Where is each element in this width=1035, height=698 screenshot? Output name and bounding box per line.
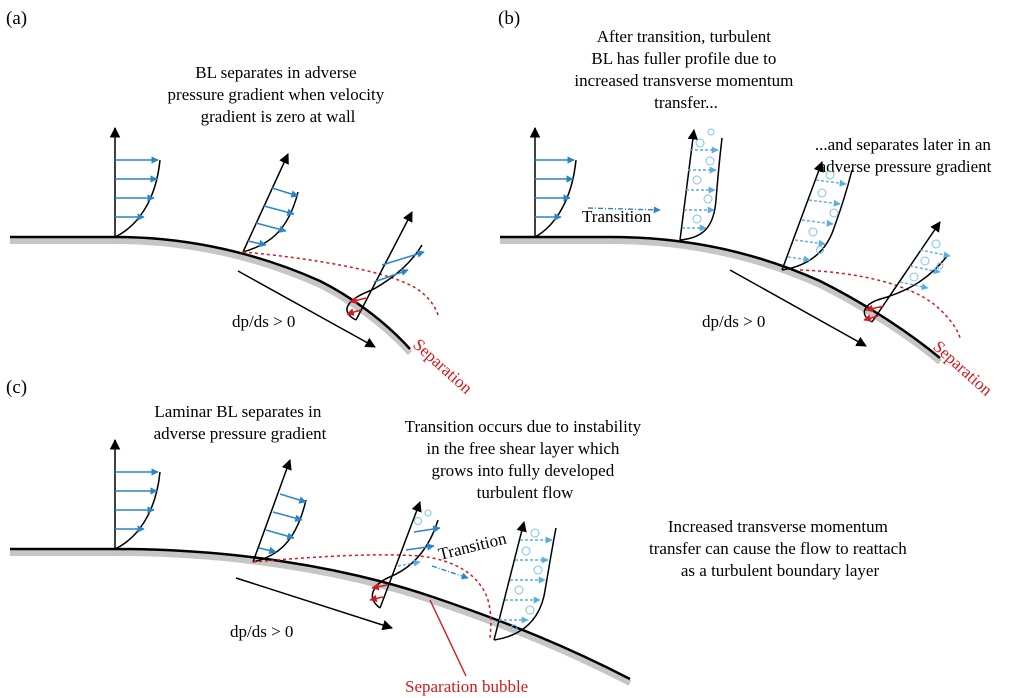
panel-c-transition-label: Transition: [436, 529, 508, 564]
panel-b-pressure-gradient: dp/ds > 0: [702, 312, 765, 331]
panel-b-label: (b): [498, 8, 520, 29]
panel-c-note-left: Laminar BL separates in adverse pressure…: [154, 402, 327, 443]
panel-b-note-right: ...and separates later in an adverse pre…: [815, 135, 995, 176]
panel-b-separation-label: Separation: [929, 337, 996, 400]
panel-a-wall: [10, 235, 411, 350]
panel-c-separation-bubble-streamline: [252, 554, 492, 639]
panel-a-velocity-profile-2: [242, 153, 299, 253]
panel-b-note-top: After transition, turbulent BL has fulle…: [574, 27, 797, 112]
panel-b-transition-label: Transition: [582, 207, 652, 226]
panel-a-label: (a): [6, 8, 27, 29]
panel-c-wall: [10, 547, 631, 681]
panel-a-velocity-profile-1: [109, 126, 161, 238]
panel-b-turbulent-profile-3: [863, 221, 951, 323]
panel-c-velocity-profile-1: [109, 438, 161, 550]
panel-c-label: (c): [6, 377, 27, 398]
panel-b-turbulent-profile-2: [781, 161, 853, 271]
panel-c-velocity-profile-3: [369, 501, 441, 609]
panel-a-pressure-gradient: dp/ds > 0: [232, 312, 295, 331]
panel-c-wall-shadow: [10, 550, 632, 686]
panel-c-pressure-gradient: dp/ds > 0: [230, 622, 293, 641]
panel-c-bubble-leader-line: [429, 599, 467, 677]
panel-a-separation-label: Separation: [409, 335, 476, 398]
panel-c-velocity-profile-2: [252, 459, 307, 563]
panel-b-wall-shadow: [500, 238, 942, 365]
panel-c-flow-direction-arrow: [235, 577, 393, 631]
panel-a-velocity-profile-3: [346, 211, 425, 321]
panel-c-note-mid: Transition occurs due to instability in …: [405, 417, 646, 502]
panel-c-bubble-label: Separation bubble: [405, 677, 528, 696]
panel-a-note: BL separates in adverse pressure gradien…: [168, 63, 389, 126]
panel-c-note-right: Increased transverse momentum transfer c…: [649, 517, 911, 580]
panel-c-turbulent-profile: [493, 520, 557, 641]
panel-a-flow-direction-arrow: [237, 270, 376, 348]
panel-b-laminar-profile: [529, 126, 577, 238]
panel-b: (b) After transition, turbulent BL has f…: [498, 8, 996, 400]
panel-c: (c) Laminar BL separates in adverse pres…: [6, 377, 911, 696]
panel-b-turbulent-profile-1: [679, 128, 723, 241]
panel-b-transition-arrow: [587, 206, 661, 214]
panel-a-separation-streamline: [242, 251, 439, 316]
panel-b-separation-streamline: [799, 269, 961, 339]
panel-b-wall: [500, 235, 941, 359]
panel-b-flow-direction-arrow: [729, 269, 867, 347]
panel-c-transition-arrow: [431, 565, 469, 580]
panel-a-wall-shadow: [10, 238, 413, 355]
panel-a: (a) BL separates in adverse pressure gra…: [6, 8, 476, 398]
